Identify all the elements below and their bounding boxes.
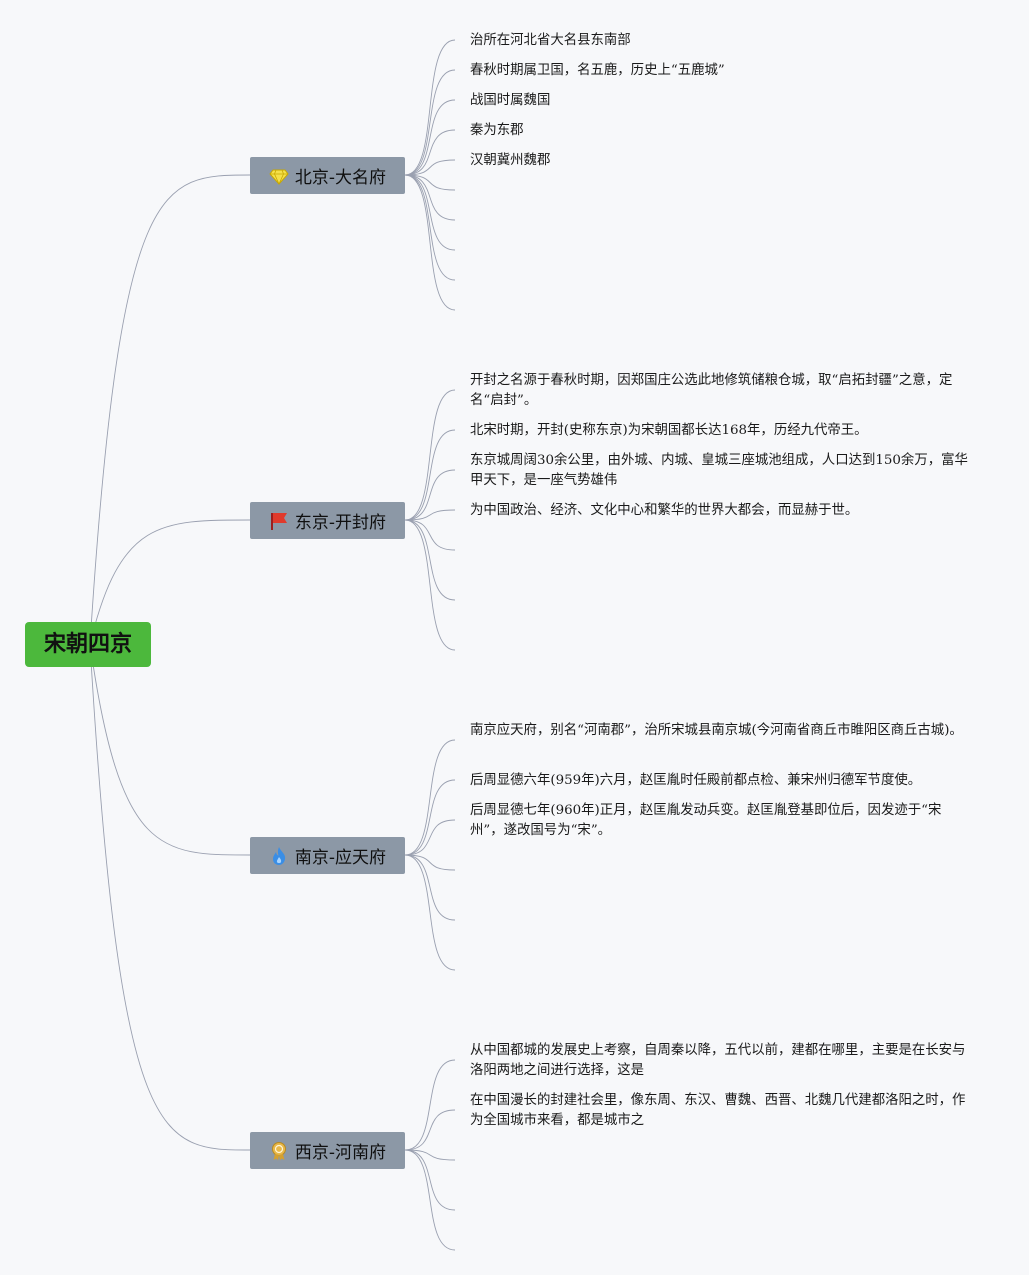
branch-xijing[interactable]: 西京-河南府 (250, 1132, 405, 1169)
branch-leaf-connector (404, 174, 456, 281)
leaf-text: 为中国政治、经济、文化中心和繁华的世界大都会，而显赫于世。 (470, 503, 859, 518)
branch-leaf-connector (404, 519, 456, 601)
leaf-text: 汉朝冀州魏郡 (470, 153, 551, 168)
branch-leaf-connector (404, 174, 456, 191)
branch-leaf-connector (404, 129, 456, 176)
red-flag-icon (269, 511, 289, 531)
branch-label: 南京-应天府 (294, 848, 387, 868)
branch-leaf-connector (404, 509, 456, 521)
branch-leaf-connector (404, 1109, 456, 1151)
leaf-text: 北宋时期，开封(史称东京)为宋朝国都长达168年，历经九代帝王。 (470, 423, 868, 438)
branch-label: 西京-河南府 (294, 1143, 387, 1163)
root-node[interactable]: 宋朝四京 (25, 622, 151, 667)
root-branch-connector (89, 643, 251, 1151)
branch-leaf-connector (404, 469, 456, 521)
branch-leaf-connector (404, 739, 456, 856)
branch-leaf-connector (404, 854, 456, 871)
leaf-text: 秦为东郡 (470, 123, 524, 138)
blue-flame-icon (269, 846, 289, 866)
leaf-text: 从中国都城的发展史上考察，自周秦以降，五代以前，建都在哪里，主要是在长安与洛阳两… (470, 1043, 966, 1078)
branch-leaf-connector (404, 1149, 456, 1161)
branch-leaf-connector (404, 174, 456, 311)
leaf-text: 后周显德六年(959年)六月，赵匡胤时任殿前都点检、兼宋州归德军节度使。 (470, 773, 922, 788)
branch-leaf-connector (404, 174, 456, 221)
leaf-text: 南京应天府，别名“河南郡”，治所宋城县南京城(今河南省商丘市睢阳区商丘古城)。 (470, 723, 963, 738)
branch-leaf-connector (404, 854, 456, 971)
gem-icon (269, 166, 289, 186)
leaf-text: 战国时属魏国 (470, 93, 551, 108)
root-branch-connector (89, 174, 251, 645)
root-branch-connector (89, 643, 251, 856)
branch-label: 北京-大名府 (294, 168, 387, 188)
branch-leaf-connector (404, 854, 456, 921)
branch-leaf-connector (404, 1149, 456, 1211)
leaf-text: 春秋时期属卫国，名五鹿，历史上“五鹿城” (470, 63, 725, 78)
branch-leaf-connector (404, 39, 456, 176)
leaf-text: 开封之名源于春秋时期，因郑国庄公选此地修筑储粮仓城，取“启拓封疆”之意，定名“启… (470, 373, 953, 408)
branch-leaf-connector (404, 159, 456, 176)
branch-leaf-connector (404, 429, 456, 521)
leaf-text: 治所在河北省大名县东南部 (470, 33, 631, 48)
branch-leaf-connector (404, 99, 456, 176)
branch-leaf-connector (404, 69, 456, 176)
branch-leaf-connector (404, 1059, 456, 1151)
branch-nanjing[interactable]: 南京-应天府 (250, 837, 405, 874)
branch-leaf-connector (404, 519, 456, 551)
branch-leaf-connector (404, 779, 456, 856)
branch-leaf-connector (404, 819, 456, 856)
leaf-text: 东京城周阔30余公里，由外城、内城、皇城三座城池组成，人口达到150余万，富华甲… (470, 453, 968, 488)
branch-leaf-connector (404, 519, 456, 651)
branch-label: 东京-开封府 (294, 513, 387, 533)
leaf-text: 后周显德七年(960年)正月，赵匡胤发动兵变。赵匡胤登基即位后，因发迹于“宋州”… (470, 803, 942, 838)
branch-dongjing[interactable]: 东京-开封府 (250, 502, 405, 539)
branch-leaf-connector (404, 174, 456, 251)
branch-leaf-connector (404, 389, 456, 521)
leaf-text: 在中国漫长的封建社会里，像东周、东汉、曹魏、西晋、北魏几代建都洛阳之时，作为全国… (470, 1093, 966, 1128)
branch-beijing[interactable]: 北京-大名府 (250, 157, 405, 194)
branch-leaf-connector (404, 1149, 456, 1251)
award-medal-icon (269, 1141, 289, 1161)
root-branch-connector (89, 519, 251, 645)
